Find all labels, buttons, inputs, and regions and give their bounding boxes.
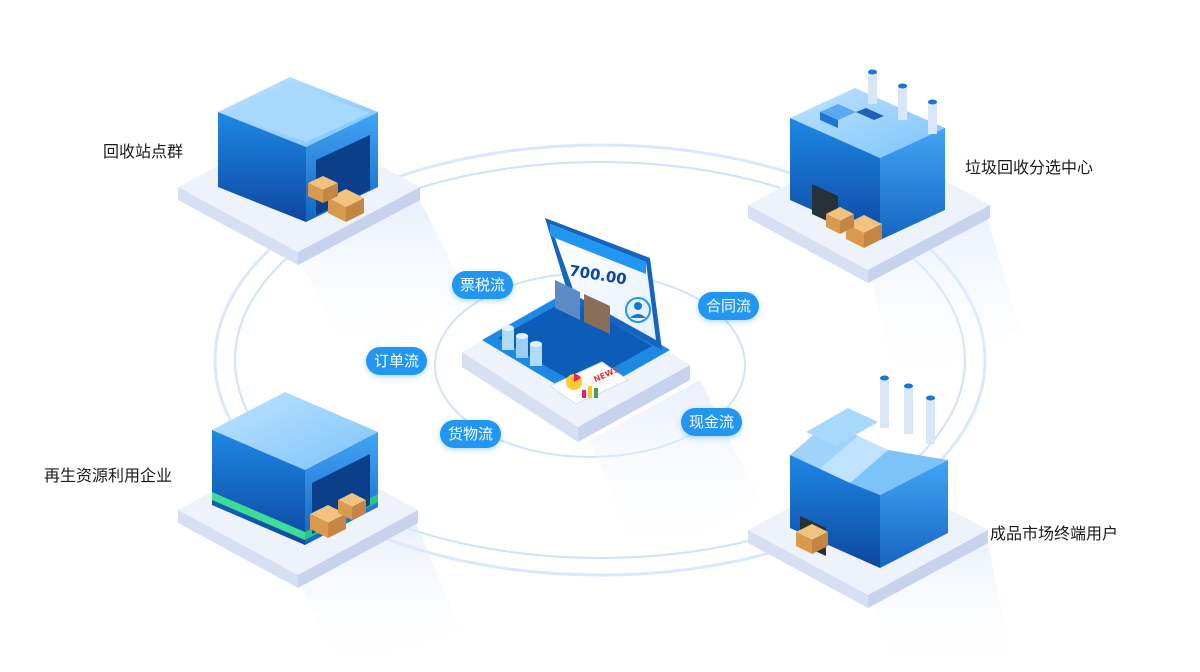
- news-report-card: [548, 361, 630, 405]
- cardboard-boxes: [796, 524, 828, 554]
- coin-stacks: [502, 325, 542, 366]
- recycling-points-building: [178, 77, 420, 265]
- label-sorting-center: 垃圾回收分选中心: [965, 158, 1094, 177]
- chimneys: [868, 69, 937, 134]
- label-recycling-points: 回收站点群: [103, 142, 184, 161]
- chimneys: [880, 375, 935, 444]
- profile-avatar-icon: [625, 297, 651, 323]
- cardboard-boxes: [826, 207, 882, 248]
- flow-invoice-tax: 票税流: [452, 271, 514, 299]
- label-end-users: 成品市场终端用户: [990, 524, 1119, 543]
- recycled-enterprise-building: [178, 392, 418, 588]
- flow-rings: [213, 143, 987, 577]
- flow-goods: 货物流: [440, 420, 502, 448]
- end-users-building: [748, 375, 988, 608]
- sorting-center-building: [748, 69, 990, 283]
- flow-order: 订单流: [366, 347, 428, 375]
- flow-cash: 现金流: [681, 408, 743, 436]
- node-shadows: [300, 200, 1020, 672]
- label-recycled-enterprise: 再生资源利用企业: [44, 466, 173, 485]
- cardboard-boxes: [310, 493, 366, 538]
- flow-contract: 合同流: [698, 292, 760, 320]
- cardboard-boxes: [308, 176, 364, 222]
